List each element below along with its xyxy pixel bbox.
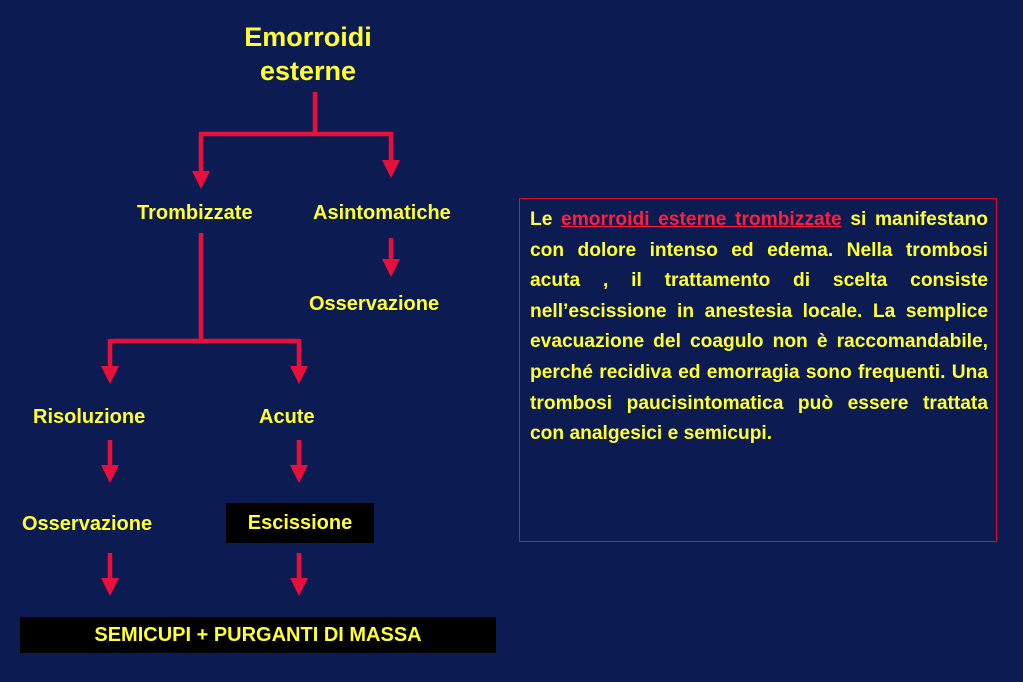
description-highlight: emorroidi esterne trombizzate <box>561 209 842 230</box>
node-osservazione-risoluzione: Osservazione <box>22 513 153 535</box>
node-osservazione-asintomatiche: Osservazione <box>309 293 440 315</box>
node-escissione: Escissione <box>226 503 374 543</box>
diagram-title: Emorroidi esterne <box>208 20 408 88</box>
node-acute: Acute <box>259 406 315 428</box>
node-trombizzate: Trombizzate <box>137 202 253 224</box>
node-risoluzione: Risoluzione <box>33 406 146 428</box>
description-intro: Le <box>530 209 562 230</box>
title-line-2: esterne <box>259 56 357 86</box>
node-asintomatiche: Asintomatiche <box>313 202 451 224</box>
node-semicupi-purganti: SEMICUPI + PURGANTI DI MASSA <box>20 617 496 653</box>
title-line-1: Emorroidi <box>244 22 372 52</box>
description-body: si manifestano con dolore intenso ed ede… <box>530 209 988 445</box>
description-box: Le emorroidi esterne trombizzate si mani… <box>519 198 997 542</box>
